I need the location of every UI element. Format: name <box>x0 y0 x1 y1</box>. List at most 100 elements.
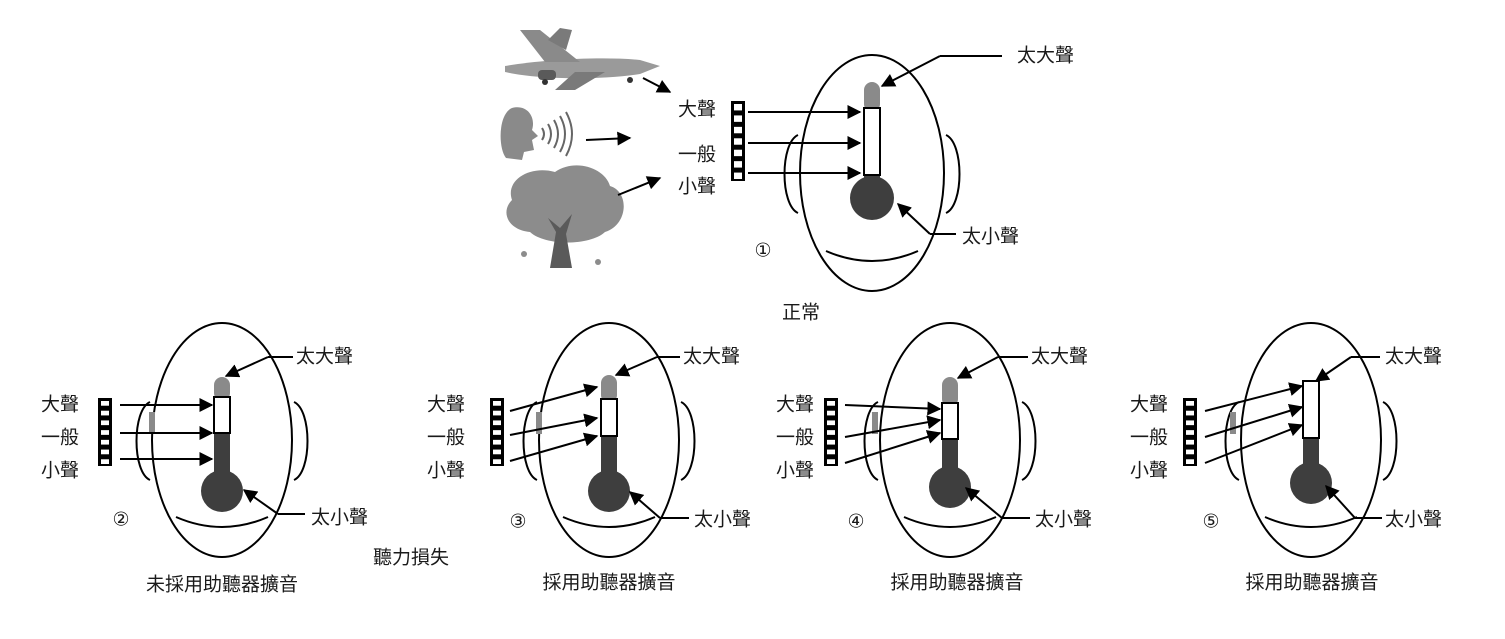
mouth <box>175 516 269 528</box>
panel-caption: 採用助聽器擴音 <box>542 572 675 594</box>
right-ear <box>293 401 309 481</box>
sound-level-meter-icon <box>731 101 745 181</box>
label-normal: 一般 <box>41 427 79 449</box>
panel-caption: 採用助聽器擴音 <box>890 572 1023 594</box>
group-caption: 聽力損失 <box>373 547 449 569</box>
arrow-loud <box>509 383 599 412</box>
speaking-person-icon <box>500 107 573 160</box>
bulb <box>201 470 243 512</box>
too-loud-label: 太大聲 <box>1031 346 1088 368</box>
mouth <box>825 250 919 262</box>
arrow-normal <box>1204 404 1304 438</box>
mouth <box>903 516 997 528</box>
label-soft: 小聲 <box>1130 460 1168 482</box>
sound-level-meter-icon <box>1183 398 1197 466</box>
hearing-aid-icon <box>1230 412 1236 434</box>
right-ear <box>1021 401 1037 481</box>
too-soft-label: 太小聲 <box>311 507 368 529</box>
too-loud-arrow <box>880 55 941 87</box>
comfortable-range <box>941 402 959 440</box>
label-soft: 小聲 <box>41 460 79 482</box>
too-loud-label: 太大聲 <box>296 346 353 368</box>
label-soft: 小聲 <box>776 460 814 482</box>
too-loud-arrow <box>956 356 999 379</box>
label-loud: 大聲 <box>1130 394 1168 416</box>
arrow-normal <box>844 415 942 438</box>
panel-number: ③ <box>509 511 526 533</box>
right-ear <box>680 401 696 481</box>
bulb <box>929 466 971 508</box>
sound-level-meter-icon <box>98 398 112 466</box>
airplane-icon <box>505 28 660 90</box>
too-soft-label: 太小聲 <box>962 226 1019 248</box>
too-loud-arrow <box>224 356 269 378</box>
arrow-loud <box>844 401 942 416</box>
left-ear <box>135 401 151 481</box>
hearing-aid-icon <box>536 412 542 434</box>
bulb <box>850 176 894 220</box>
upper-range <box>864 82 880 112</box>
right-ear <box>1382 401 1398 481</box>
too-soft-label: 太小聲 <box>1385 509 1442 531</box>
panel-caption: 採用助聽器擴音 <box>1245 572 1378 594</box>
mouth <box>1264 516 1358 528</box>
sound-level-meter-icon <box>490 398 504 466</box>
panel-caption: 正常 <box>782 302 820 324</box>
thermometer-icon <box>850 82 894 220</box>
panel-number: ④ <box>847 511 864 533</box>
panel-caption: 未採用助聽器擴音 <box>146 574 298 596</box>
too-soft-arrow <box>896 203 931 235</box>
too-loud-arrow <box>1314 356 1352 382</box>
comfortable-range <box>600 398 618 437</box>
comfortable-range <box>863 107 881 176</box>
too-loud-label: 太大聲 <box>1017 45 1074 67</box>
thermometer-icon <box>201 377 243 512</box>
bulb <box>588 470 630 512</box>
label-soft: 小聲 <box>678 176 716 198</box>
label-normal: 一般 <box>678 144 716 166</box>
hearing-aid-icon <box>149 412 155 434</box>
comfortable-range <box>1302 380 1320 439</box>
label-loud: 大聲 <box>678 99 716 121</box>
label-loud: 大聲 <box>41 394 79 416</box>
upper-range <box>214 377 230 401</box>
arrow-soft <box>844 430 942 464</box>
arrow-soft <box>509 432 599 462</box>
hearing-aid-icon <box>872 412 878 434</box>
too-soft-arrow <box>964 487 1003 519</box>
thermometer-icon <box>1290 380 1332 504</box>
sound-level-meter-icon <box>824 398 838 466</box>
panel-number: ② <box>112 509 129 531</box>
right-ear <box>945 134 961 214</box>
bulb <box>1290 462 1332 504</box>
tree-icon <box>506 165 624 268</box>
upper-range <box>601 375 617 403</box>
too-soft-arrow <box>628 491 661 519</box>
too-soft-arrow <box>1325 484 1356 519</box>
too-soft-arrow <box>242 489 279 515</box>
panel-number: ① <box>754 240 771 262</box>
left-ear <box>522 401 538 481</box>
thermometer-icon <box>929 377 971 508</box>
too-loud-label: 太大聲 <box>1385 346 1442 368</box>
label-soft: 小聲 <box>427 460 465 482</box>
too-loud-arrow <box>614 356 658 377</box>
arrow-loud <box>1204 382 1304 412</box>
too-loud-label: 太大聲 <box>683 346 740 368</box>
arrow-soft <box>1204 423 1304 464</box>
arrow-normal <box>509 413 599 436</box>
label-normal: 一般 <box>427 427 465 449</box>
label-normal: 一般 <box>1130 427 1168 449</box>
panel-number: ⑤ <box>1202 511 1219 533</box>
too-soft-label: 太小聲 <box>1035 509 1092 531</box>
label-loud: 大聲 <box>776 394 814 416</box>
mouth <box>562 516 656 528</box>
upper-range <box>942 377 958 407</box>
thermometer-icon <box>588 375 630 512</box>
comfortable-range <box>213 396 231 434</box>
